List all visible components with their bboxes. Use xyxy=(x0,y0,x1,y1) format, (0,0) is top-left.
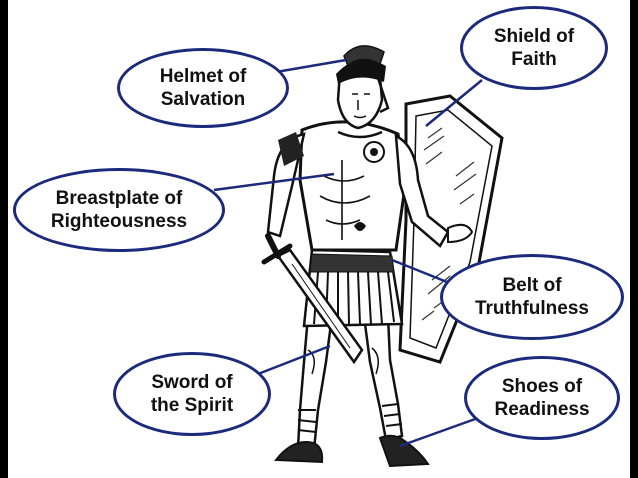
breastplate-drawing xyxy=(298,120,408,252)
label-text: Shield of Faith xyxy=(493,26,575,70)
label-belt-of-truthfulness: Belt of Truthfulness xyxy=(440,254,624,340)
connector-breastplate xyxy=(213,172,335,192)
armor-diagram: Helmet of Salvation Shield of Faith Brea… xyxy=(8,0,630,478)
arms-drawing xyxy=(266,132,474,248)
label-shield-of-faith: Shield of Faith xyxy=(460,6,608,90)
head-drawing xyxy=(336,45,390,139)
label-text: Sword of the Spirit xyxy=(150,372,234,416)
soldier-illustration xyxy=(213,45,504,468)
legs-drawing xyxy=(274,314,430,468)
label-text: Helmet of Salvation xyxy=(159,66,247,110)
sword-drawing xyxy=(261,233,364,365)
label-sword-of-the-spirit: Sword of the Spirit xyxy=(113,352,271,436)
label-helmet-of-salvation: Helmet of Salvation xyxy=(117,48,289,128)
label-text: Shoes of Readiness xyxy=(494,376,590,420)
connector-shoes xyxy=(399,416,479,448)
connector-shield xyxy=(425,79,483,127)
label-text: Breastplate of Righteousness xyxy=(50,188,188,232)
connector-belt xyxy=(391,258,453,286)
connector-lines xyxy=(213,58,483,448)
connector-sword xyxy=(257,344,331,376)
label-shoes-of-readiness: Shoes of Readiness xyxy=(464,356,620,440)
label-breastplate-of-righteousness: Breastplate of Righteousness xyxy=(13,168,225,252)
label-text: Belt of Truthfulness xyxy=(474,275,589,319)
connector-helmet xyxy=(275,58,347,74)
